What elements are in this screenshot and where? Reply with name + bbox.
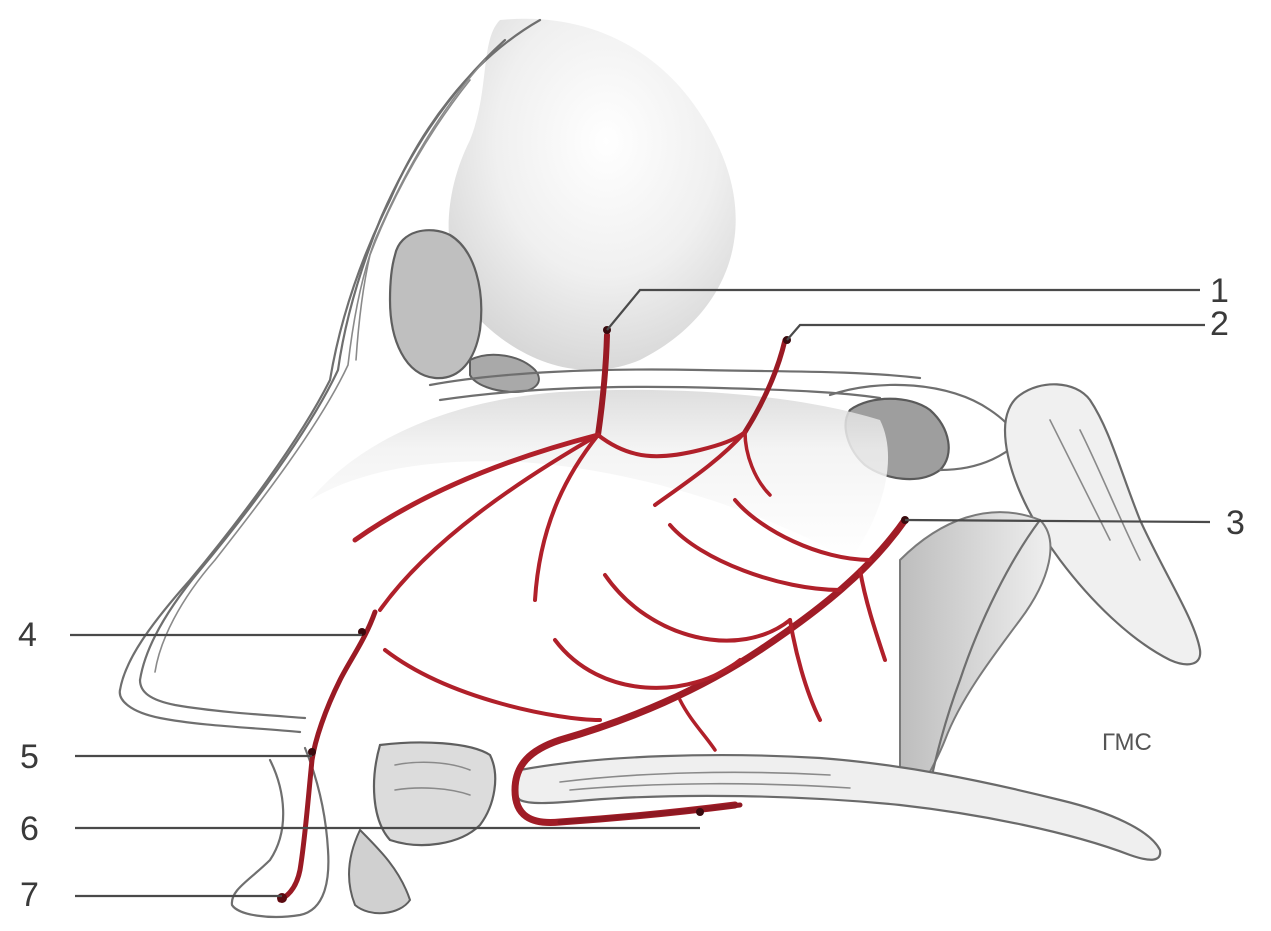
leader-3 <box>905 520 1210 522</box>
label-6: 6 <box>20 810 39 848</box>
cranial-fossa-shade <box>449 19 736 370</box>
nasopharynx <box>900 512 1050 790</box>
region-label: ГМС <box>1102 729 1152 756</box>
nostril-outline <box>232 748 329 917</box>
label-5: 5 <box>20 738 39 776</box>
greater-palatine-artery <box>560 805 740 822</box>
label-2: 2 <box>1210 305 1229 343</box>
label-7: 7 <box>20 876 39 914</box>
hard-palate <box>513 755 1160 860</box>
label-3: 3 <box>1226 504 1245 542</box>
leader-2 <box>787 325 1205 340</box>
label-4: 4 <box>18 616 37 654</box>
